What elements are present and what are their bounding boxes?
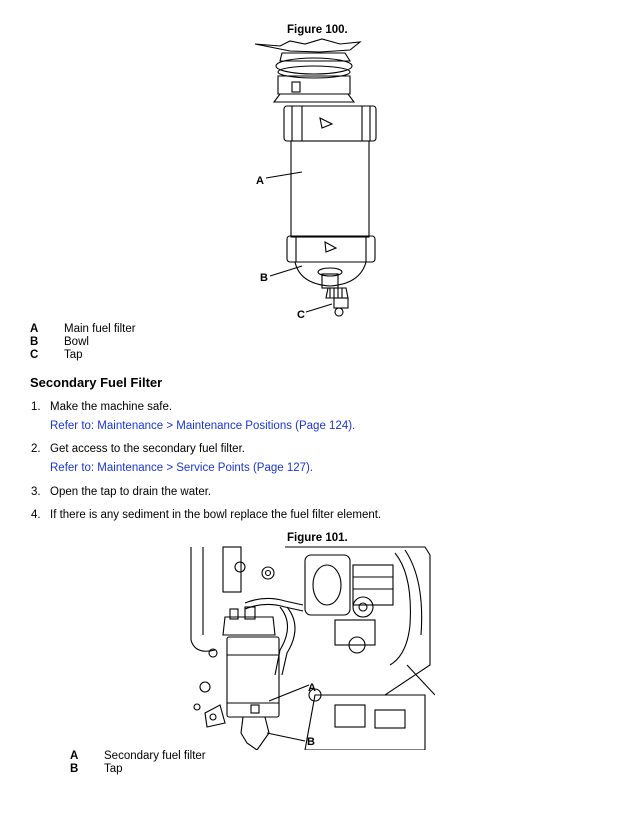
legend-item: B Bowl xyxy=(30,336,136,349)
step-text: If there is any sediment in the bowl rep… xyxy=(50,509,382,521)
legend-key: C xyxy=(30,349,39,361)
section-title: Secondary Fuel Filter xyxy=(30,375,163,390)
legend-text: Bowl xyxy=(64,336,89,348)
main-fuel-filter-illustration: A B C xyxy=(254,38,377,321)
step-number: 4. xyxy=(31,509,41,521)
legend-key: A xyxy=(70,750,79,762)
secondary-fuel-filter-illustration: A B xyxy=(190,546,435,750)
legend-item: A Secondary fuel filter xyxy=(70,750,206,763)
legend-key: B xyxy=(30,336,39,348)
step-item: 4. If there is any sediment in the bowl … xyxy=(31,509,381,521)
figure-101-title: Figure 101. xyxy=(287,532,348,544)
callout-c: C xyxy=(297,309,305,321)
ref-link-service-points[interactable]: Refer to: Maintenance > Service Points (… xyxy=(50,462,314,474)
legend-item: C Tap xyxy=(30,349,136,362)
callout-b: B xyxy=(307,736,315,748)
figure-100-title: Figure 100. xyxy=(287,24,348,36)
step-item: 3. Open the tap to drain the water. xyxy=(31,486,211,498)
step-text: Make the machine safe. xyxy=(50,401,173,413)
legend-key: B xyxy=(70,763,79,775)
callout-a: A xyxy=(308,682,316,694)
legend-item: A Main fuel filter xyxy=(30,323,136,336)
legend-text: Tap xyxy=(64,349,83,361)
step-number: 3. xyxy=(31,486,41,498)
step-text: Open the tap to drain the water. xyxy=(50,486,212,498)
legend-text: Secondary fuel filter xyxy=(104,750,206,762)
step-text: Get access to the secondary fuel filter. xyxy=(50,443,245,455)
legend-item: B Tap xyxy=(70,763,206,776)
callout-b: B xyxy=(260,272,268,284)
legend-key: A xyxy=(30,323,39,335)
step-number: 2. xyxy=(31,443,41,455)
step-number: 1. xyxy=(31,401,41,413)
callout-a: A xyxy=(256,175,264,187)
figure-100-legend: A Main fuel filter B Bowl C Tap xyxy=(30,323,136,362)
step-item: 2. Get access to the secondary fuel filt… xyxy=(31,443,245,455)
legend-text: Tap xyxy=(104,763,123,775)
step-item: 1. Make the machine safe. xyxy=(31,401,172,413)
legend-text: Main fuel filter xyxy=(64,323,136,335)
figure-101-legend: A Secondary fuel filter B Tap xyxy=(70,750,206,776)
ref-link-maintenance-positions[interactable]: Refer to: Maintenance > Maintenance Posi… xyxy=(50,420,356,432)
